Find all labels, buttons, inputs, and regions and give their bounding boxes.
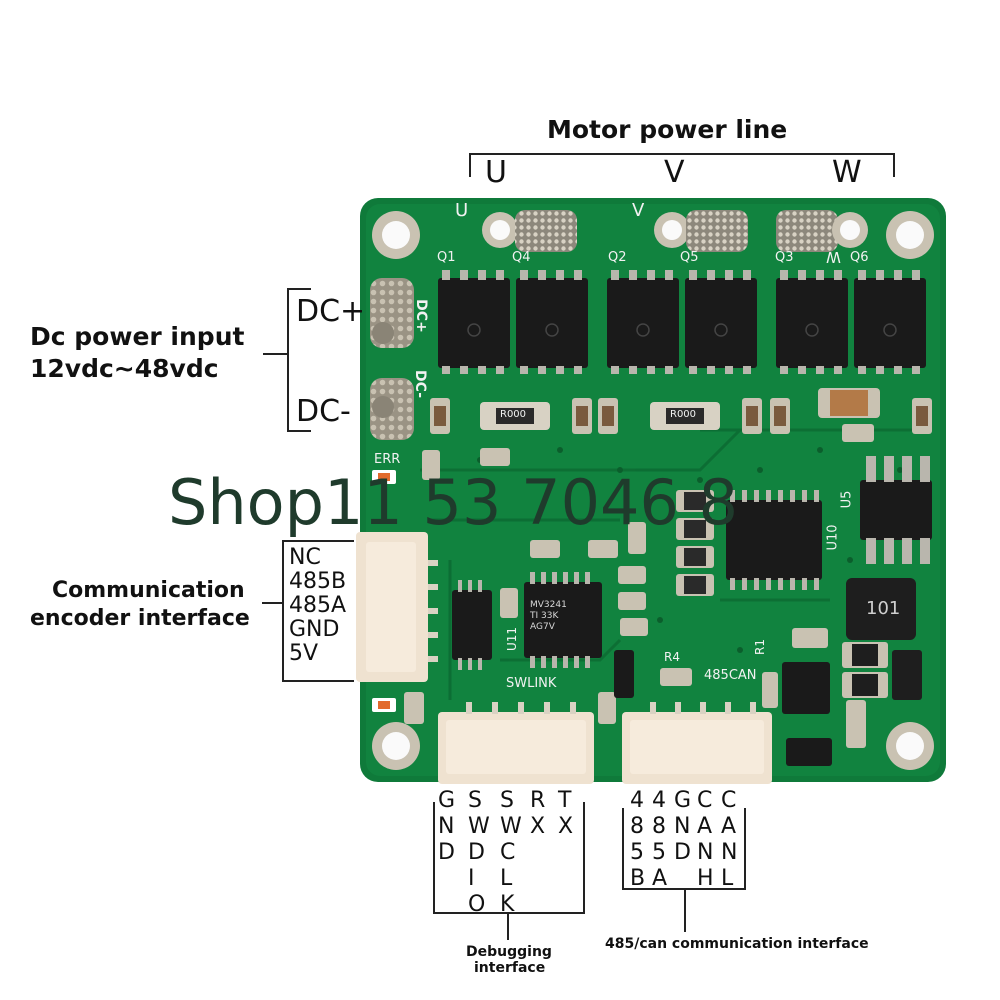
- silk-dcp: DC+: [412, 299, 429, 333]
- debug-label-line1: Debugging: [466, 944, 552, 960]
- mount-hole-br: [886, 722, 934, 770]
- debug-pin-tx: T X: [558, 788, 574, 839]
- silk-r4: R4: [664, 650, 680, 664]
- silk-w: W: [826, 248, 841, 266]
- silk-q5: Q5: [680, 250, 699, 265]
- silk-u10: U10: [825, 524, 841, 551]
- can-transceiver-ic: [782, 662, 830, 714]
- mount-hole-tl: [372, 211, 420, 259]
- comm-encoder-pin: 485A: [289, 593, 347, 618]
- can-pin-gnd: G N D: [674, 788, 692, 865]
- silk-u: U: [455, 200, 469, 221]
- can-pin-485b: 4 8 5 B: [630, 788, 646, 891]
- phase-pad-u: [482, 210, 577, 252]
- encoder-connector: [356, 532, 438, 682]
- debug-pin-swdio: S W D I O: [468, 788, 490, 917]
- can485-connector: [622, 702, 772, 784]
- capacitor-column: [676, 490, 714, 596]
- mosfet-row: [438, 270, 926, 374]
- silk-mcu-marking: MV3241 TI 33K AG7V: [530, 600, 567, 632]
- silk-u5: U5: [839, 490, 855, 509]
- mount-hole-bl: [372, 722, 420, 770]
- debug-pin-rx: R X: [530, 788, 546, 839]
- comm-encoder-pin: GND: [289, 617, 340, 642]
- silk-q3: Q3: [775, 250, 794, 265]
- silk-q4: Q4: [512, 250, 531, 265]
- debug-leader: [507, 912, 509, 940]
- comm-encoder-pin: 485B: [289, 569, 347, 594]
- can485-label: 485/can communication interface: [605, 936, 869, 952]
- dc-power-range: 12vdc~48vdc: [30, 354, 219, 383]
- debug-pin-gnd: G N D: [438, 788, 456, 865]
- comm-encoder-pin: NC: [289, 545, 321, 570]
- comm-encoder-pin-list: NC 485B 485A GND 5V: [289, 546, 346, 666]
- debug-bracket: [433, 802, 585, 914]
- regulator-u5: [860, 456, 932, 564]
- silk-res2: R000: [670, 409, 697, 420]
- dc-power-bracket: [287, 288, 311, 432]
- silk-r1: R1: [752, 639, 767, 655]
- mcu-u11: [524, 572, 602, 668]
- can-pin-485a: 4 8 5 A: [652, 788, 668, 891]
- phase-pad-w: [776, 210, 868, 252]
- comm-encoder-leader: [262, 602, 282, 604]
- dc-minus-label: DC-: [296, 394, 351, 429]
- phase-label-u: U: [485, 155, 507, 190]
- silk-ind: 101: [866, 598, 901, 619]
- motor-power-bracket: [469, 153, 895, 177]
- can-pin-canh: C A N H: [697, 788, 714, 891]
- debug-pin-swclk: S W C L K: [500, 788, 522, 917]
- silk-err: ERR: [374, 452, 401, 467]
- silk-v: V: [632, 200, 645, 221]
- inductor-101: [846, 578, 916, 640]
- phase-label-v: V: [664, 155, 685, 190]
- silk-u11: U11: [505, 626, 520, 652]
- can-pin-canl: C A N L: [721, 788, 738, 891]
- silk-q6: Q6: [850, 250, 869, 265]
- swlink-connector: [438, 702, 594, 784]
- can485-bracket: [622, 808, 746, 890]
- comm-encoder-pin: 5V: [289, 641, 319, 666]
- debug-label-line2: interface: [474, 960, 546, 976]
- shop-watermark: Shop11 53 7046 8: [168, 466, 739, 539]
- driver-ic-u10: [726, 490, 822, 590]
- silk-485can: 485CAN: [704, 668, 757, 683]
- motor-power-title: Motor power line: [547, 115, 788, 144]
- silk-q1: Q1: [437, 250, 456, 265]
- dc-power-title: Dc power input: [30, 322, 245, 351]
- silk-res1: R000: [500, 409, 527, 420]
- silk-q2: Q2: [608, 250, 627, 265]
- comm-encoder-bracket: [282, 540, 354, 682]
- phase-pad-v: [654, 210, 748, 252]
- silk-dcm: DC-: [412, 369, 429, 399]
- phase-label-w: W: [832, 155, 862, 190]
- dc-plus-label: DC+: [296, 294, 366, 329]
- comm-encoder-subtitle: encoder interface: [30, 606, 250, 631]
- mount-hole-tr: [886, 211, 934, 259]
- comm-encoder-title: Communication: [52, 578, 245, 603]
- silk-swlink: SWLINK: [506, 676, 557, 691]
- dc-power-leader: [263, 353, 287, 355]
- can485-leader: [684, 888, 686, 932]
